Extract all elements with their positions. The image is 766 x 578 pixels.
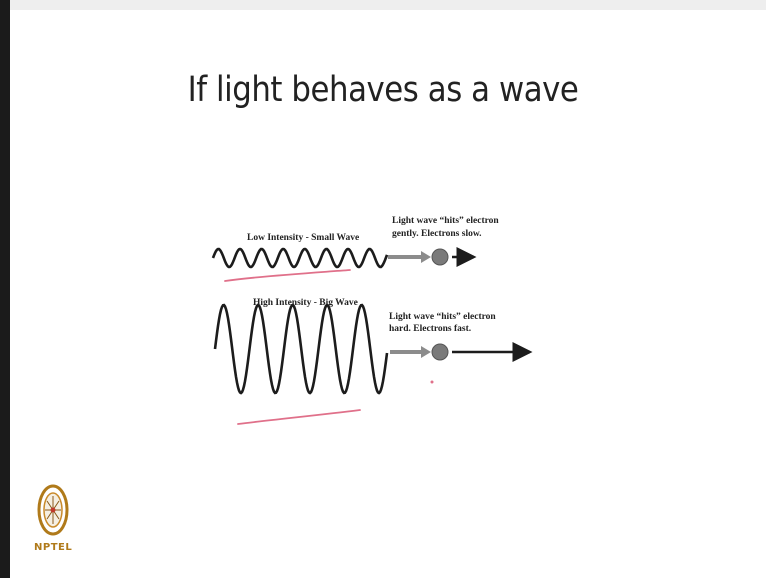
description-low-line1: Light wave “hits” electron <box>392 215 499 227</box>
incoming-arrow-high <box>390 346 431 358</box>
description-low-line2: gently. Electrons slow. <box>392 228 482 240</box>
small-wave <box>213 249 387 267</box>
annotation-underline-high <box>238 410 360 424</box>
annotation-dot <box>431 381 434 384</box>
wave-label-high: High Intensity - Big Wave <box>253 298 358 308</box>
description-high-line2: hard. Electrons fast. <box>389 323 471 335</box>
electron-low <box>432 249 448 265</box>
big-wave <box>215 305 387 393</box>
description-high-line1: Light wave “hits” electron <box>389 311 496 323</box>
nptel-logo-text: NPTEL <box>34 542 72 553</box>
electron-high <box>432 344 448 360</box>
annotation-underline-low <box>225 270 350 281</box>
incoming-arrow-low <box>388 251 431 263</box>
wave-label-low: Low Intensity - Small Wave <box>247 233 359 243</box>
